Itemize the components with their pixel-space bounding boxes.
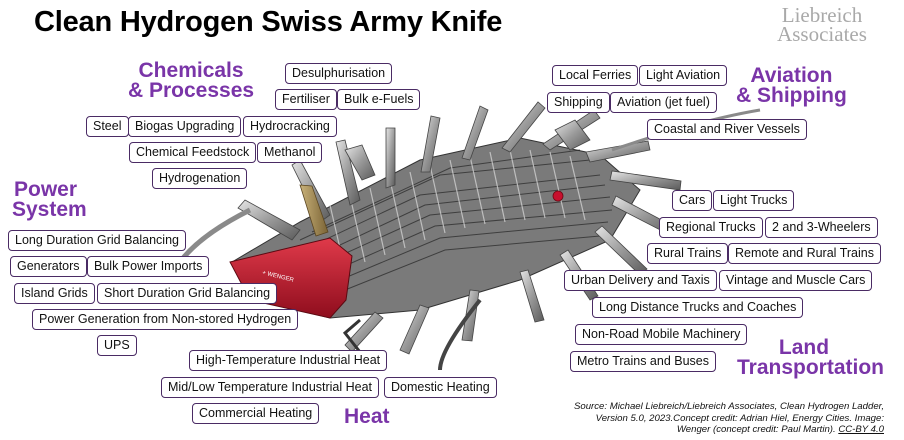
tag-local-ferries: Local Ferries	[552, 65, 639, 86]
logo-line-1: Liebreich	[781, 3, 863, 27]
tag-bulk-e-fuels: Bulk e-Fuels	[337, 89, 421, 110]
logo-line-2: Associates	[777, 22, 867, 46]
page-title: Clean Hydrogen Swiss Army Knife	[34, 6, 503, 38]
tag-biogas-upgrading: Biogas Upgrading	[128, 116, 242, 137]
tag-vintage-muscle-cars: Vintage and Muscle Cars	[719, 270, 873, 291]
tag-steel: Steel	[86, 116, 129, 137]
tag-generators: Generators	[10, 256, 87, 277]
logo: Liebreich Associates	[760, 3, 884, 46]
tag-rural-trains: Rural Trains	[647, 243, 729, 264]
tag-hydrocracking: Hydrocracking	[243, 116, 337, 137]
source-credit: Source: Michael Liebreich/Liebreich Asso…	[573, 401, 884, 435]
tag-light-aviation: Light Aviation	[639, 65, 728, 86]
tag-non-road-mobile-machinery: Non-Road Mobile Machinery	[575, 324, 748, 345]
category-power-system: Power System	[12, 178, 87, 221]
category-land-transportation: Land Transportation	[737, 336, 885, 379]
tag-metro-trains-buses: Metro Trains and Buses	[570, 351, 717, 372]
tag-urban-delivery-taxis: Urban Delivery and Taxis	[564, 270, 717, 291]
license-link[interactable]: CC-BY 4.0	[838, 424, 884, 435]
tag-methanol: Methanol	[257, 142, 323, 163]
tag-ups: UPS	[97, 335, 137, 356]
tag-domestic-heating: Domestic Heating	[384, 377, 497, 398]
tag-coastal-river-vessels: Coastal and River Vessels	[647, 119, 807, 140]
tag-regional-trucks: Regional Trucks	[659, 217, 763, 238]
tag-aviation-jet-fuel: Aviation (jet fuel)	[610, 92, 717, 113]
tag-mid-low-temperature-industrial-heat: Mid/Low Temperature Industrial Heat	[161, 377, 380, 398]
tag-fertiliser: Fertiliser	[275, 89, 337, 110]
tag-cars: Cars	[672, 190, 713, 211]
tag-long-duration-grid-balancing: Long Duration Grid Balancing	[8, 230, 186, 251]
category-heat: Heat	[344, 405, 390, 428]
tag-remote-rural-trains: Remote and Rural Trains	[728, 243, 881, 264]
tag-shipping: Shipping	[547, 92, 610, 113]
tag-light-trucks: Light Trucks	[713, 190, 795, 211]
tag-power-generation-non-stored-hydrogen: Power Generation from Non-stored Hydroge…	[32, 309, 299, 330]
tag-bulk-power-imports: Bulk Power Imports	[87, 256, 210, 277]
category-aviation-shipping: Aviation & Shipping	[736, 64, 847, 107]
tag-2-3-wheelers: 2 and 3-Wheelers	[765, 217, 878, 238]
tag-hydrogenation: Hydrogenation	[152, 168, 248, 189]
tag-chemical-feedstock: Chemical Feedstock	[129, 142, 257, 163]
tag-desulphurisation: Desulphurisation	[285, 63, 393, 84]
tag-high-temperature-industrial-heat: High-Temperature Industrial Heat	[189, 350, 388, 371]
category-chemicals: Chemicals & Processes	[128, 59, 255, 102]
tag-long-distance-trucks-coaches: Long Distance Trucks and Coaches	[592, 297, 804, 318]
tag-commercial-heating: Commercial Heating	[192, 403, 320, 424]
tag-short-duration-grid-balancing: Short Duration Grid Balancing	[97, 283, 278, 304]
tag-island-grids: Island Grids	[14, 283, 95, 304]
